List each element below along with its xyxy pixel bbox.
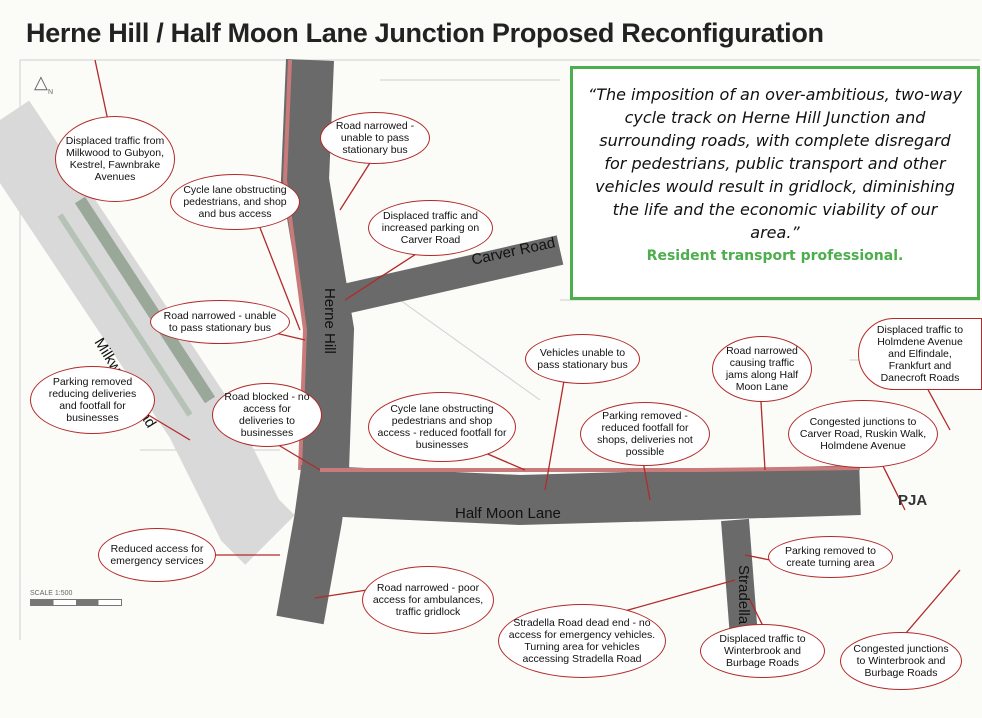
carver-road <box>336 235 564 315</box>
half-moon-lane <box>298 465 861 526</box>
pja-logo: PJA <box>898 492 928 509</box>
road-label-half-moon: Half Moon Lane <box>455 505 561 522</box>
annotation-bubble: Displaced traffic to Winterbrook and Bur… <box>700 624 825 678</box>
milkwood-road <box>0 100 295 565</box>
annotation-bubble: Road narrowed - poor access for ambulanc… <box>362 566 494 634</box>
annotation-bubble: Parking removed to create turning area <box>768 536 893 578</box>
scale-bar: SCALE 1:500 <box>30 590 122 606</box>
annotation-bubble: Displaced traffic from Milkwood to Gubyo… <box>55 116 175 202</box>
road-label-herne-hill: Herne Hill <box>321 288 338 354</box>
quote-text: “The imposition of an over-ambitious, tw… <box>587 85 963 242</box>
annotation-bubble: Cycle lane obstructing pedestrians and s… <box>368 392 516 462</box>
annotation-bubble: Parking removed - reduced footfall for s… <box>580 402 710 466</box>
annotation-bubble: Road blocked - no access for deliveries … <box>212 383 322 447</box>
quote-box: “The imposition of an over-ambitious, tw… <box>570 66 980 300</box>
annotation-bubble: Road narrowed - unable to pass stationar… <box>150 300 290 344</box>
page-title: Herne Hill / Half Moon Lane Junction Pro… <box>26 18 824 48</box>
annotation-bubble: Vehicles unable to pass stationary bus <box>525 334 640 384</box>
annotation-bubble: Cycle lane obstructing pedestrians, and … <box>170 174 300 230</box>
annotation-bubble: Congested junctions to Carver Road, Rusk… <box>788 400 938 468</box>
annotation-bubble: Reduced access for emergency services <box>98 528 216 582</box>
north-arrow-icon: △N <box>34 72 54 96</box>
annotation-bubble: Road narrowed causing traffic jams along… <box>712 336 812 402</box>
annotation-bubble: Stradella Road dead end - no access for … <box>498 604 666 678</box>
annotation-bubble: Parking removed reducing deliveries and … <box>30 366 155 434</box>
annotation-bubble: Congested junctions to Winterbrook and B… <box>840 632 962 690</box>
quote-attribution: Resident transport professional. <box>646 248 904 264</box>
annotation-bubble: Displaced traffic to Holmdene Avenue and… <box>858 318 982 390</box>
annotation-bubble: Road narrowed - unable to pass stationar… <box>320 112 430 164</box>
scale-label: SCALE 1:500 <box>30 590 73 597</box>
annotation-bubble: Displaced traffic and increased parking … <box>368 200 493 256</box>
